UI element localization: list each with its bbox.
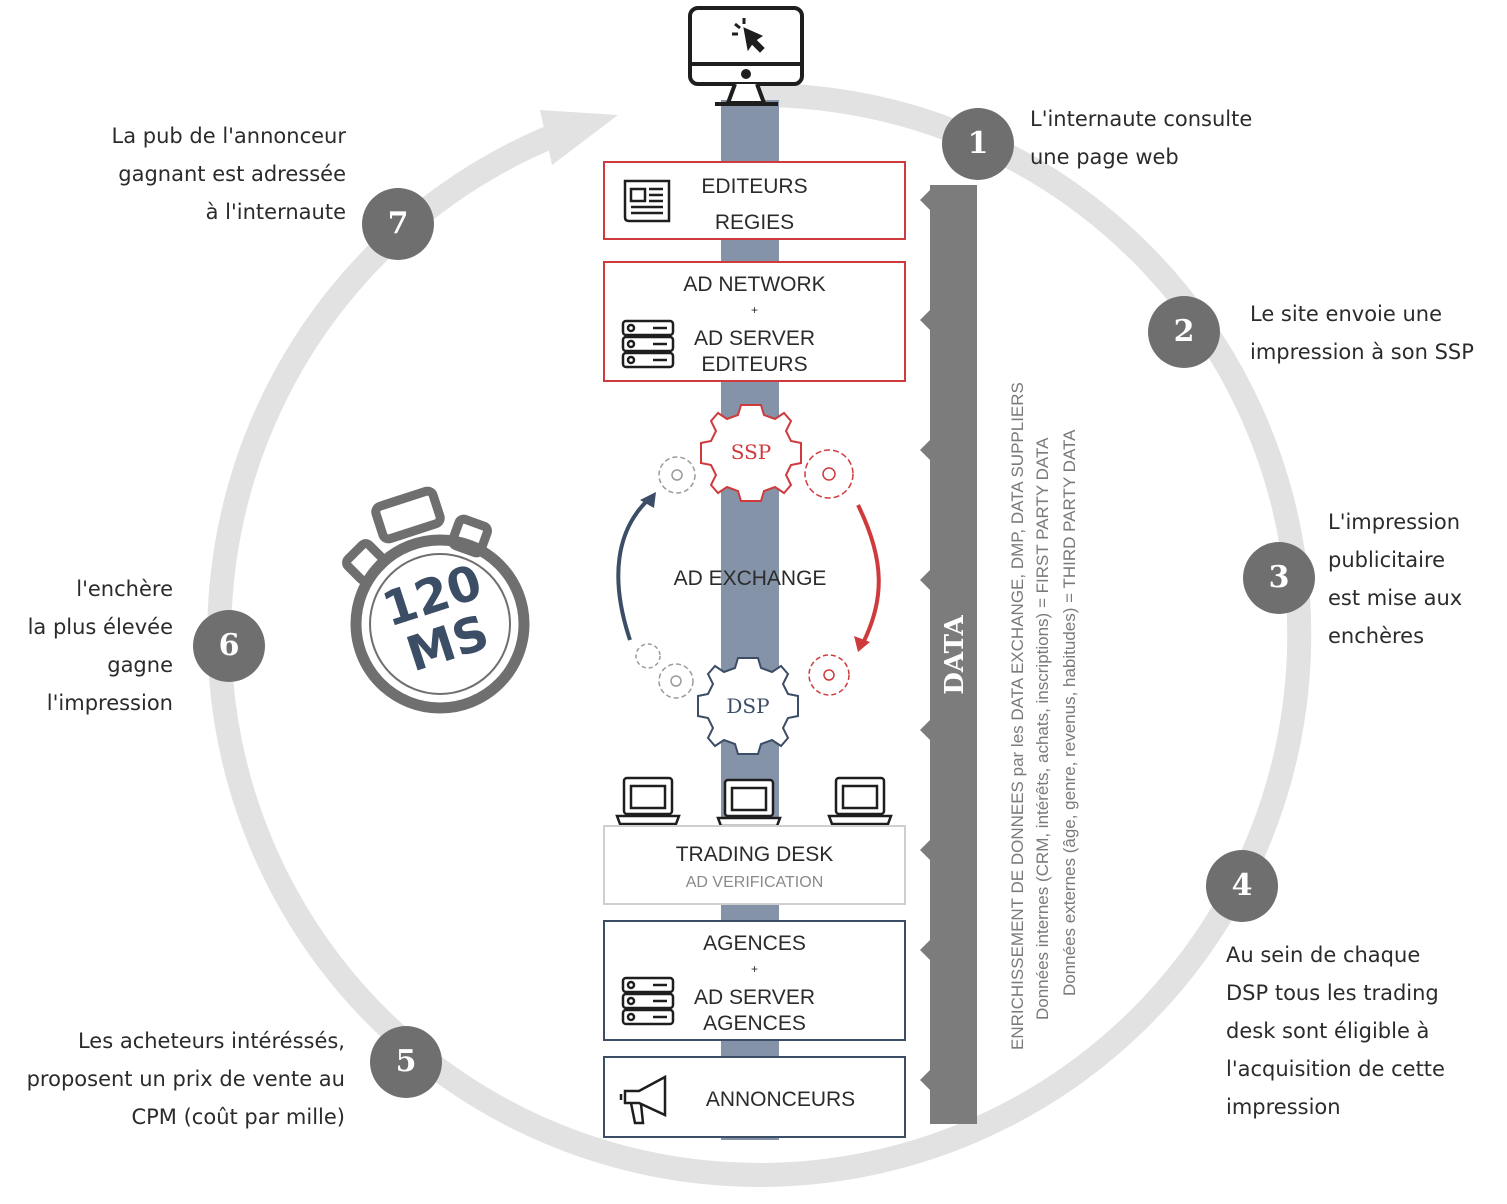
editeurs-sub-label: EDITEURS	[701, 353, 808, 376]
ad-exchange-label: AD EXCHANGE	[673, 567, 827, 590]
megaphone-icon	[619, 1074, 667, 1125]
step-2-text: Le site envoie une impression à son SSP	[1250, 302, 1474, 364]
data-bar	[920, 185, 977, 1124]
step-3-badge: 3	[1243, 542, 1315, 614]
data-label: DATA	[940, 615, 970, 695]
adserver-agences-label: AD SERVER	[694, 986, 815, 1009]
step-2-badge: 2	[1148, 296, 1220, 368]
server-icon	[621, 319, 675, 369]
step-4-text: Au sein de chaque DSP tous les trading d…	[1226, 943, 1445, 1119]
agences-label: AGENCES	[703, 932, 806, 955]
third-party-data-line: Données externes (âge, genre, revenus, h…	[1060, 429, 1079, 996]
agences-plus: +	[750, 962, 758, 976]
ssp-label: SSP	[730, 440, 772, 464]
ad-verification-label: AD VERIFICATION	[685, 874, 824, 891]
dsp-gear-icon	[697, 657, 799, 755]
step-5-text: Les acheteurs intéréssés, proposent un p…	[26, 1029, 345, 1129]
monitor-cursor-icon	[688, 6, 804, 106]
step-6-badge: 6	[193, 610, 265, 682]
trading-desk-box: TRADING DESK AD VERIFICATION	[603, 825, 906, 905]
first-party-data-line: Données internes (CRM, intérêts, achats,…	[1033, 437, 1052, 1020]
exchange-arrow-down	[856, 504, 881, 646]
step-7-text: La pub de l'annonceur gagnant est adress…	[111, 124, 346, 224]
regies-label: REGIES	[714, 211, 795, 234]
laptop-chart-icon	[615, 776, 893, 828]
step-4-badge: 4	[1206, 850, 1278, 922]
step-7-badge: 7	[362, 188, 434, 260]
editeurs-label: EDITEURS	[701, 175, 808, 198]
adnetwork-plus: +	[750, 303, 758, 317]
step-1-text: L'internaute consulte une page web	[1030, 107, 1253, 169]
ssp-gear-icon	[700, 404, 802, 502]
step-3-text: L'impression publicitaire est mise aux e…	[1328, 510, 1463, 648]
adnetwork-box: AD NETWORK + AD SERVER EDITEURS	[603, 261, 906, 382]
newspaper-icon	[623, 179, 671, 223]
editeurs-box: EDITEURS REGIES	[603, 161, 906, 240]
stopwatch-icon	[342, 486, 530, 714]
small-gear-icon	[635, 456, 696, 699]
annonceurs-box: ANNONCEURS	[603, 1056, 906, 1138]
small-red-gear-icon	[804, 449, 854, 696]
server-icon	[621, 976, 675, 1026]
trading-desk-label: TRADING DESK	[675, 843, 834, 866]
dsp-label: DSP	[726, 694, 770, 718]
adnetwork-label: AD NETWORK	[683, 273, 826, 296]
adserver-label: AD SERVER	[694, 327, 815, 350]
data-enrichment-line: ENRICHISSEMENT DE DONNEES par les DATA E…	[1008, 382, 1027, 1050]
step-1-badge: 1	[942, 108, 1014, 180]
agences-box: AGENCES + AD SERVER AGENCES	[603, 920, 906, 1041]
agences-sub-label: AGENCES	[703, 1012, 806, 1035]
step-5-badge: 5	[370, 1026, 442, 1098]
exchange-arrow-up	[616, 496, 652, 641]
step-6-text: l'enchère la plus élevée gagne l'impress…	[27, 577, 173, 715]
cycle-arrowhead	[540, 110, 618, 165]
annonceurs-label: ANNONCEURS	[705, 1088, 856, 1111]
